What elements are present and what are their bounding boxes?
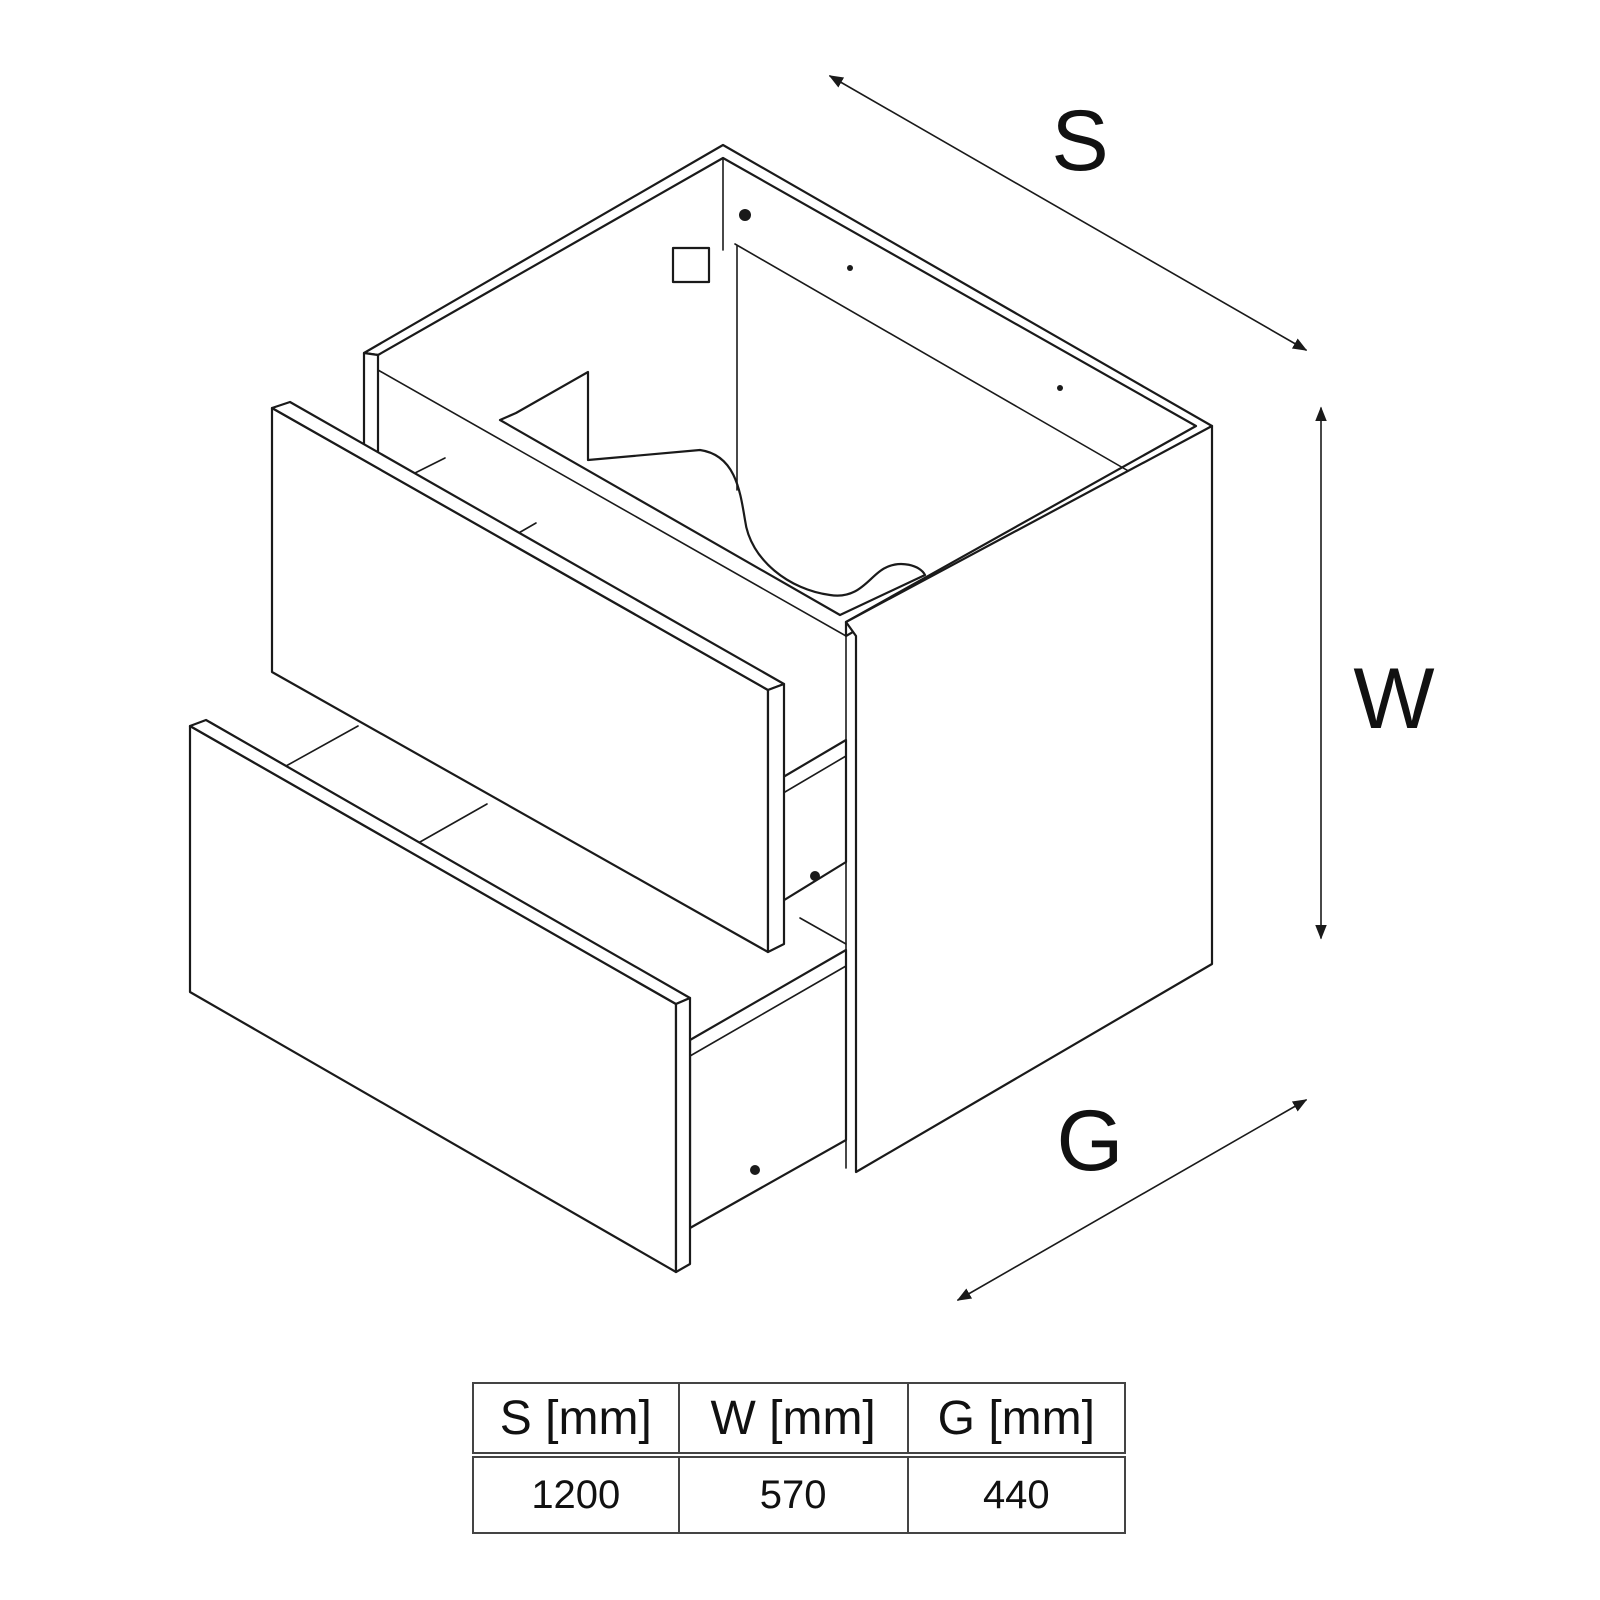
dimensions-table: S [mm] W [mm] G [mm] 1200 570 440 xyxy=(472,1382,1127,1534)
carcass-right-panel xyxy=(844,424,1214,1174)
header-width: S [mm] xyxy=(472,1382,680,1458)
dimensions-header-row: S [mm] W [mm] G [mm] xyxy=(472,1382,1127,1458)
value-depth: 440 xyxy=(906,1454,1127,1534)
value-height: 570 xyxy=(677,1454,909,1534)
value-width: 1200 xyxy=(472,1454,680,1534)
depth-dimension-arrow xyxy=(956,1099,1308,1301)
siphon-cutout xyxy=(498,370,927,617)
carcass-left-panel-edge xyxy=(362,351,380,458)
dimension-arrows xyxy=(828,75,1327,1301)
upper-drawer-front-side xyxy=(766,682,786,954)
screw-dot-1 xyxy=(847,265,853,271)
width-symbol-label: S xyxy=(1051,93,1108,189)
hanging-bracket xyxy=(671,246,711,284)
width-dimension-arrow xyxy=(828,75,1308,351)
carcass-back-rail xyxy=(734,243,1197,511)
screw-dot-2 xyxy=(1057,385,1063,391)
lower-drawer-runner xyxy=(689,965,847,1057)
upper-drawer-screw xyxy=(810,871,820,881)
lower-drawer-divider-2 xyxy=(419,803,488,843)
lower-drawer xyxy=(188,718,848,1274)
lower-drawer-front-side xyxy=(674,996,692,1274)
lower-drawer-divider-1 xyxy=(285,725,359,767)
lower-drawer-side xyxy=(688,948,848,1230)
depth-symbol-label: G xyxy=(1057,1093,1124,1189)
lower-drawer-back-rail xyxy=(799,917,847,945)
cabinet-carcass xyxy=(362,143,1214,1174)
mounting-hole xyxy=(739,209,751,221)
carcass-back-rail-lower xyxy=(377,369,847,637)
header-height: W [mm] xyxy=(677,1382,909,1458)
height-symbol-label: W xyxy=(1353,651,1434,747)
upper-drawer xyxy=(270,400,848,954)
lower-drawer-screw xyxy=(750,1165,760,1175)
header-depth: G [mm] xyxy=(906,1382,1127,1458)
dimensions-value-row: 1200 570 440 xyxy=(472,1454,1127,1534)
